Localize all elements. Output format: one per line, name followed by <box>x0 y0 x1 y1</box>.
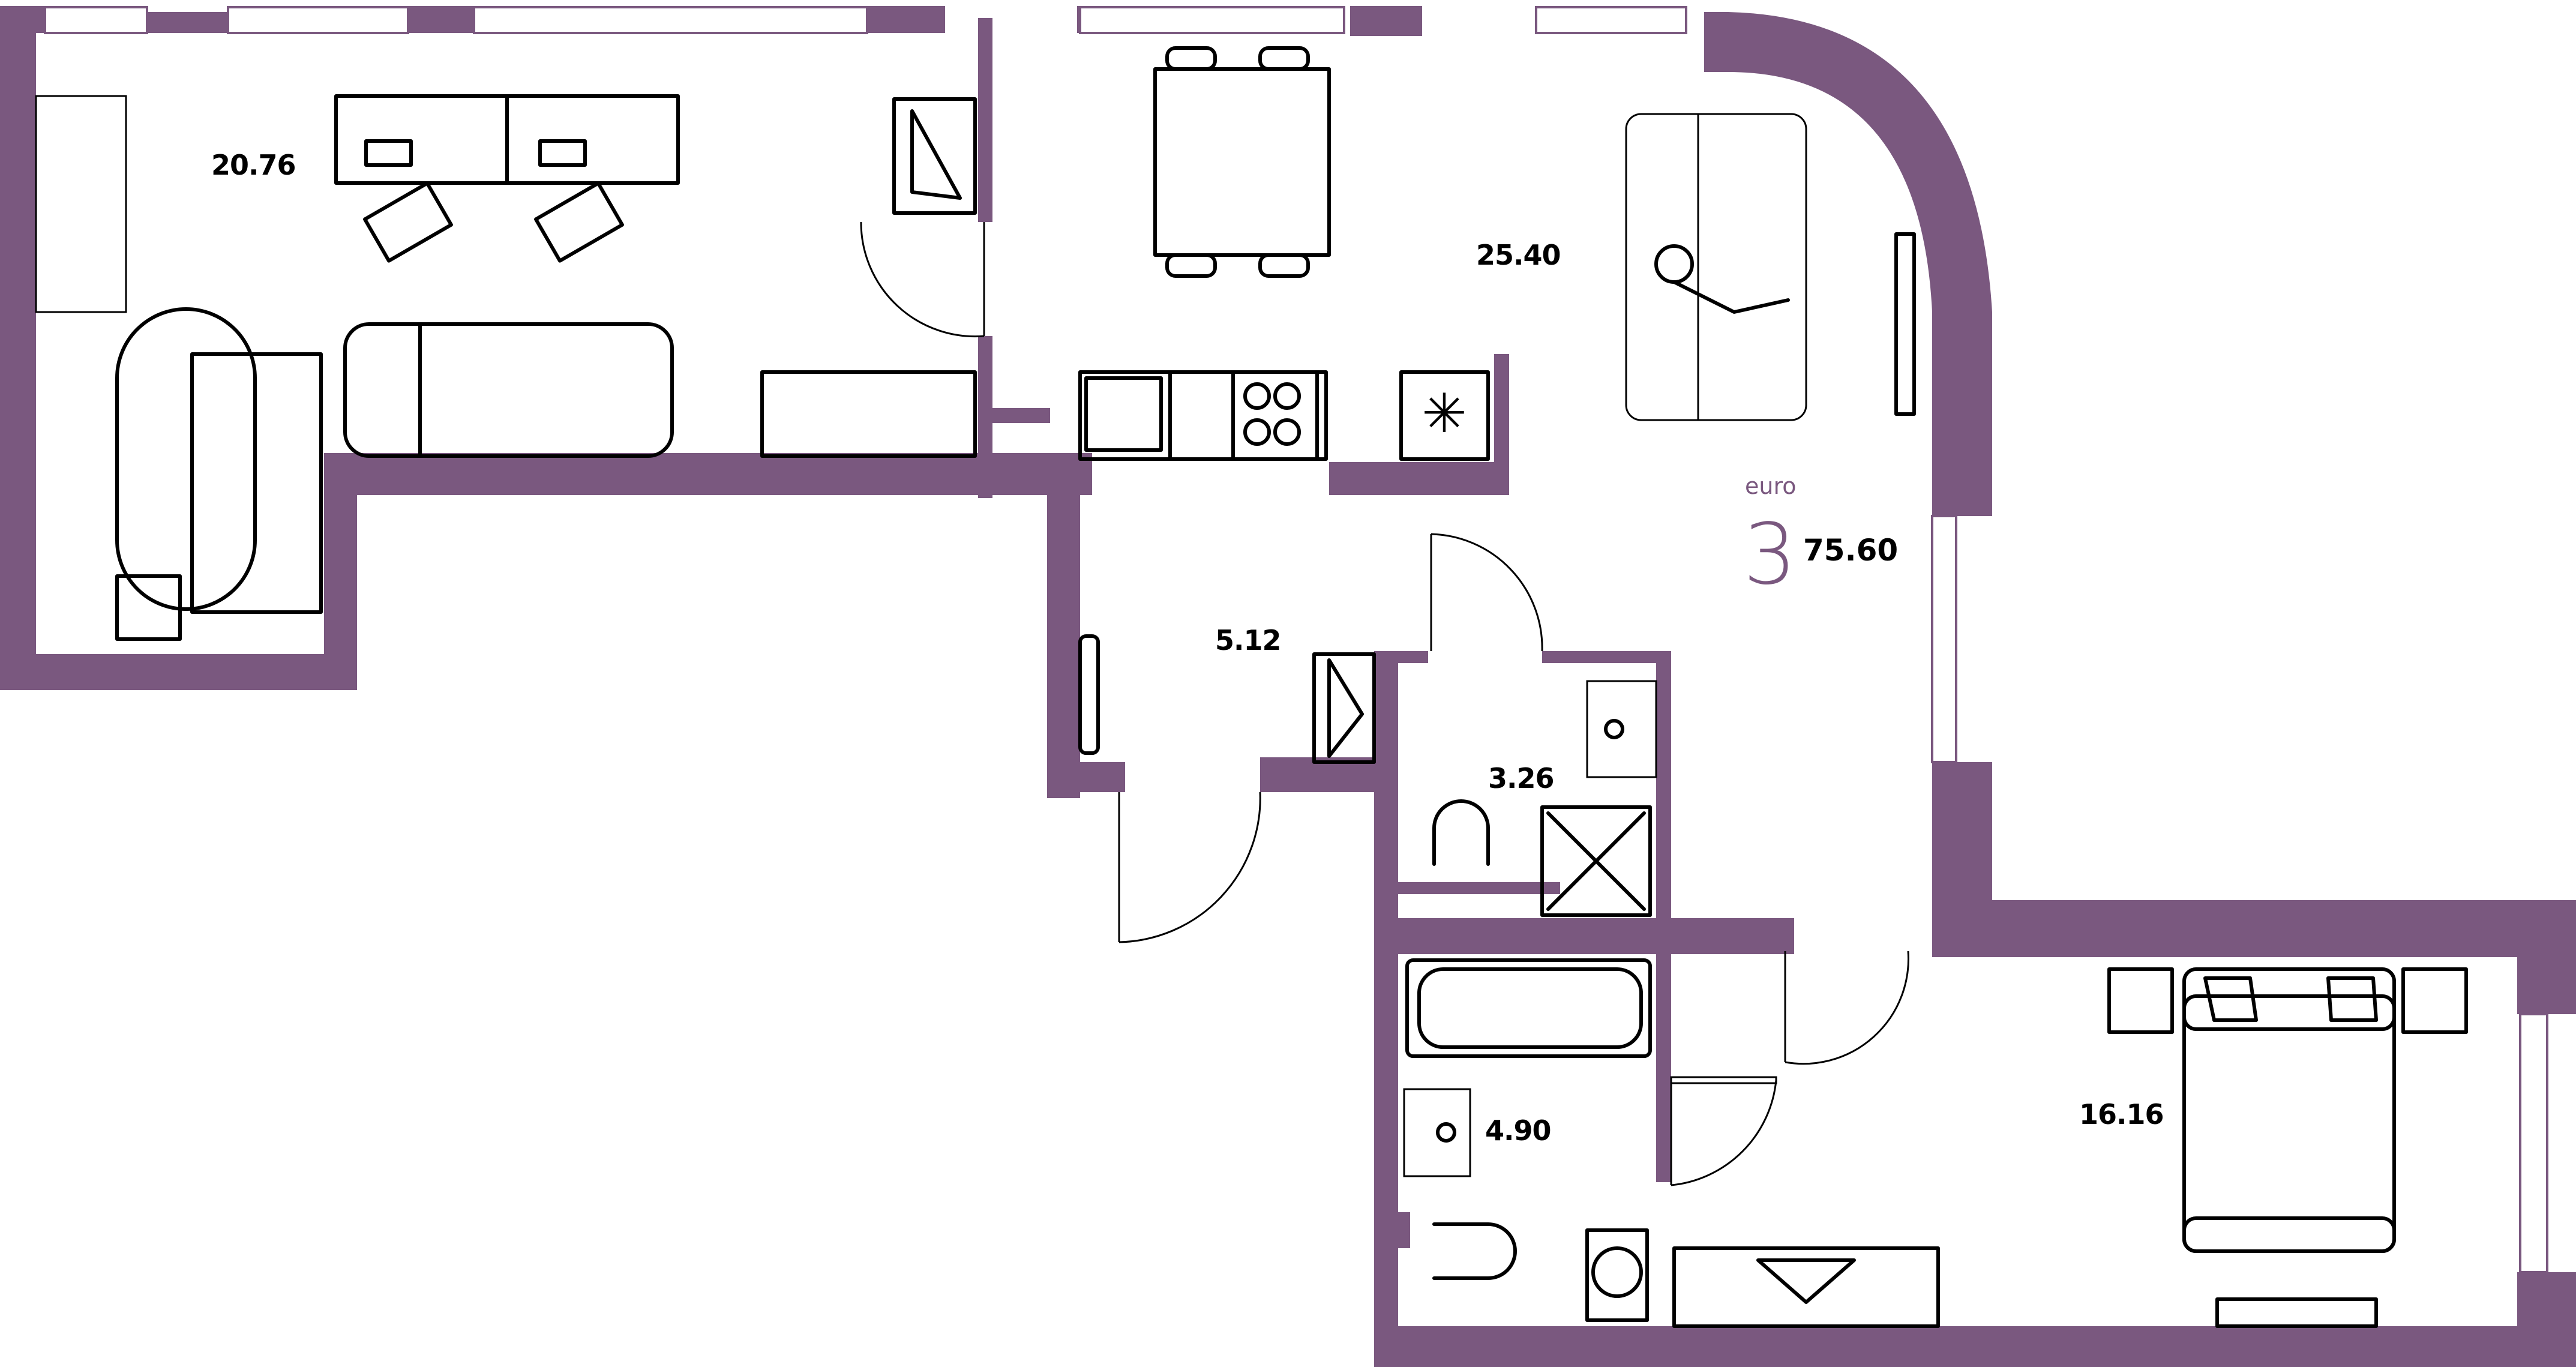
room-area-label-bathroom: 4.90 <box>1485 1114 1551 1147</box>
total-area: 75.60 <box>1803 533 1899 568</box>
wardrobe-hanger-icon <box>892 97 977 215</box>
office-chair-icon <box>363 181 453 263</box>
rooms-count: 3 <box>1743 506 1797 604</box>
wardrobe-icon <box>35 95 127 313</box>
wardrobe-hanger-icon <box>1672 1246 1940 1328</box>
walls <box>0 6 2576 1367</box>
bathroom-furniture <box>1403 958 1777 1322</box>
toilet-icon <box>1432 799 1490 866</box>
room-area-label-hallway: 5.12 <box>1215 624 1281 656</box>
washbasin-icon <box>1403 1088 1471 1177</box>
bedroom-furniture <box>1672 951 2468 1328</box>
nightstand-icon <box>2401 967 2468 1034</box>
pillow-icon <box>2326 976 2378 1022</box>
kitchen-living-furniture: ✳ <box>1078 46 1916 461</box>
room-area-label-bedroom: 16.16 <box>2079 1098 2164 1131</box>
sink-icon <box>1084 376 1163 452</box>
double-bed-icon <box>2182 967 2396 1253</box>
room-area-label-shower-room: 3.26 <box>1488 762 1554 795</box>
tv-stand-icon <box>2215 1297 2378 1328</box>
person-icon <box>1654 244 1694 284</box>
shower-icon <box>1540 805 1652 917</box>
wardrobe-hanger-icon <box>1312 652 1376 764</box>
sofa-icon <box>343 322 674 458</box>
layout-type-label: euro <box>1745 473 1797 499</box>
nightstand-icon <box>2107 967 2174 1034</box>
shower-room-furniture <box>1432 680 1657 917</box>
kitchen-counter-icon <box>1078 370 1328 461</box>
armchair-icon <box>115 307 257 611</box>
room-area-label-living-office: 20.76 <box>211 149 296 181</box>
svg-text:✳: ✳ <box>1422 382 1467 445</box>
hallway-furniture <box>1078 533 1543 943</box>
laundry-basket-icon <box>115 574 182 641</box>
radiator-icon <box>1078 634 1100 755</box>
corner-sofa-icon <box>1625 113 1807 421</box>
living-office-furniture <box>35 94 985 641</box>
door-swing <box>860 221 985 338</box>
bathtub-icon <box>1405 958 1652 1058</box>
washbasin-icon <box>1586 680 1657 778</box>
windows <box>44 6 2548 1273</box>
toilet-icon <box>1432 1222 1517 1280</box>
dresser-icon <box>760 370 977 458</box>
tv-icon <box>1894 232 1916 416</box>
stove-burner-icon <box>1243 382 1271 410</box>
room-area-label-kitchen-living: 25.40 <box>1476 239 1561 271</box>
dining-table-icon <box>1153 67 1331 257</box>
pillow-icon <box>2203 976 2258 1022</box>
washing-machine-icon <box>1585 1228 1649 1322</box>
fridge-icon <box>1399 370 1490 461</box>
office-chair-icon <box>534 181 624 263</box>
